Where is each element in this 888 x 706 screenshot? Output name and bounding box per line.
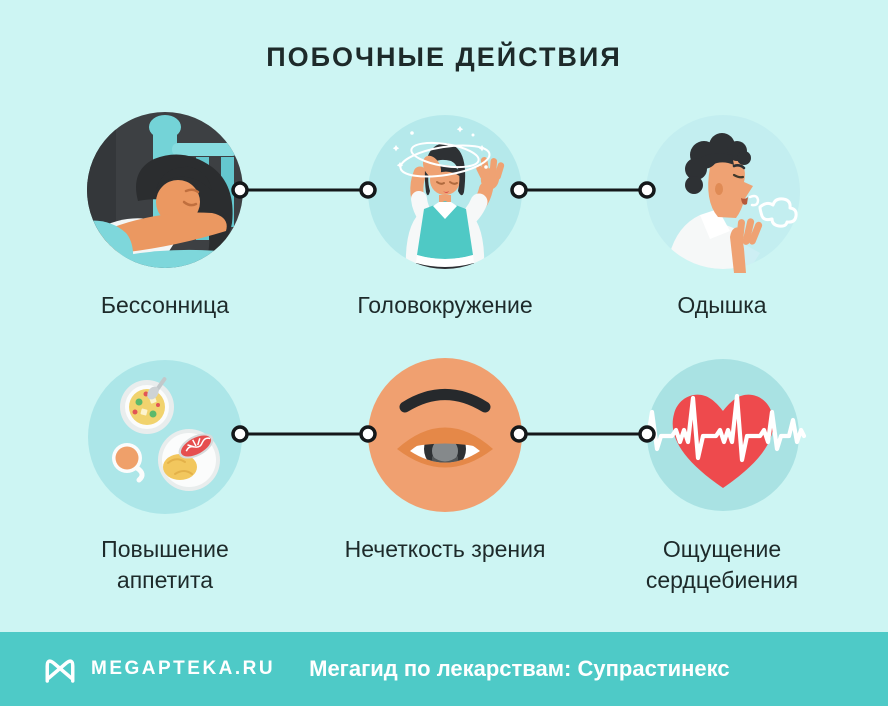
connector-line (510, 425, 656, 443)
footer-brand: MEGAPTEKA.RU (91, 658, 276, 679)
dizziness-icon (368, 115, 522, 269)
connector-line (231, 181, 377, 199)
insomnia-icon (87, 112, 243, 268)
shortness-of-breath-icon (646, 115, 800, 273)
heart-palpitations-icon (639, 359, 807, 511)
megapteka-m-logo-icon (45, 659, 75, 683)
increased-appetite-icon (88, 360, 242, 514)
connector-line (510, 181, 656, 199)
footer-tagline: Мегагид по лекарствам: Супрастинекс (309, 656, 730, 681)
footer-bar: MEGAPTEKA.RU Мегагид по лекарствам: Супр… (0, 632, 888, 706)
label-heart-palpitations: Ощущение сердцебиения (645, 536, 799, 593)
blurred-vision-icon (368, 358, 522, 512)
label-shortness-of-breath: Одышка (677, 292, 767, 318)
label-dizziness: Головокружение (357, 292, 533, 318)
label-blurred-vision: Нечеткость зрения (344, 536, 546, 562)
connector-line (231, 425, 377, 443)
page-title: ПОБОЧНЫЕ ДЕЙСТВИЯ (266, 42, 622, 72)
label-insomnia: Бессонница (100, 292, 230, 318)
label-increased-appetite: Повышение аппетита (101, 536, 229, 593)
